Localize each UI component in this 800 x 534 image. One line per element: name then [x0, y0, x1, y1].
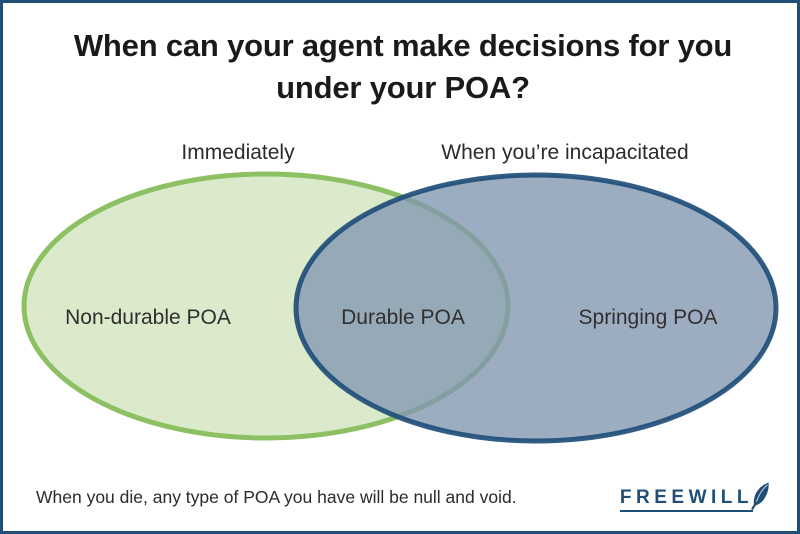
venn-circle-right [293, 172, 779, 444]
page-title: When can your agent make decisions for y… [73, 28, 733, 105]
quill-feather-icon [751, 482, 769, 510]
set-caption-right: When you’re incapacitated [441, 141, 689, 164]
venn-label-left: Non-durable POA [65, 306, 231, 329]
brand-wordmark: FREEWILL [619, 488, 753, 512]
set-caption-left: Immediately [181, 141, 295, 164]
footnote-text: When you die, any type of POA you have w… [36, 487, 517, 507]
freewill-logo: FREEWILL [619, 481, 771, 512]
venn-label-right: Springing POA [578, 306, 718, 329]
venn-diagram [21, 171, 779, 444]
venn-label-intersection: Durable POA [341, 306, 465, 329]
